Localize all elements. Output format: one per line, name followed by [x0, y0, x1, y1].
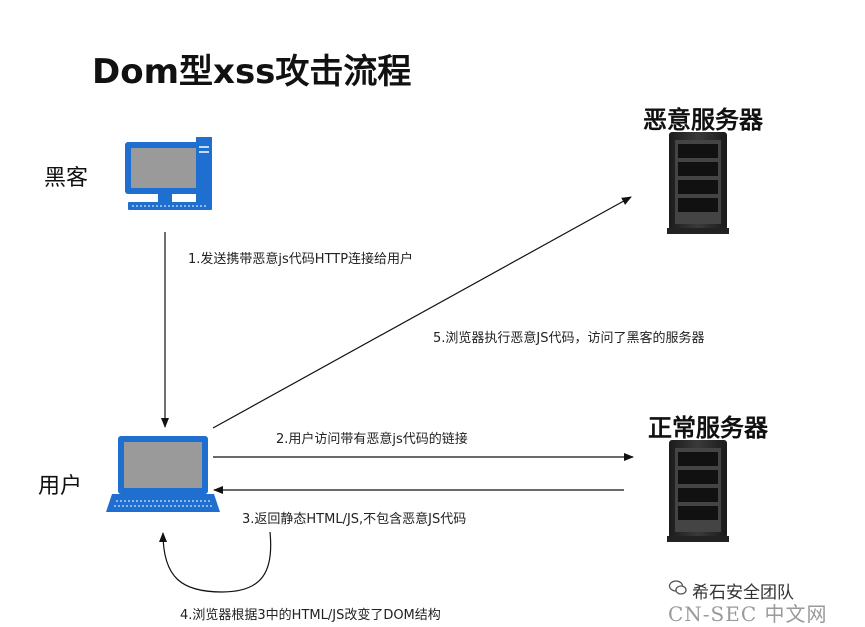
malicious-server-icon [667, 132, 729, 234]
watermark-site: CN-SEC 中文网 [668, 602, 828, 626]
normal-server-icon [667, 440, 729, 542]
hacker-computer-icon [125, 137, 212, 210]
step5-label: 5.浏览器执行恶意JS代码，访问了黑客的服务器 [433, 331, 705, 346]
normal-server-label: 正常服务器 [648, 414, 768, 442]
wechat-icon [668, 580, 687, 595]
arrow-step4 [159, 531, 272, 593]
step4-label: 4.浏览器根据3中的HTML/JS改变了DOM结构 [180, 608, 441, 623]
step1-label: 1.发送携带恶意js代码HTTP连接给用户 [188, 252, 414, 267]
malicious-server-label: 恶意服务器 [643, 106, 763, 134]
arrow-step5 [212, 196, 632, 429]
step3-label: 3.返回静态HTML/JS,不包含恶意JS代码 [242, 512, 467, 527]
step2-label: 2.用户访问带有恶意js代码的链接 [276, 432, 468, 447]
user-laptop-icon [106, 436, 220, 512]
user-label: 用户 [38, 474, 83, 499]
diagram-title: Dom型xss攻击流程 [92, 52, 412, 92]
hacker-label: 黑客 [44, 166, 89, 191]
watermark-brand: 希石安全团队 [692, 583, 794, 603]
